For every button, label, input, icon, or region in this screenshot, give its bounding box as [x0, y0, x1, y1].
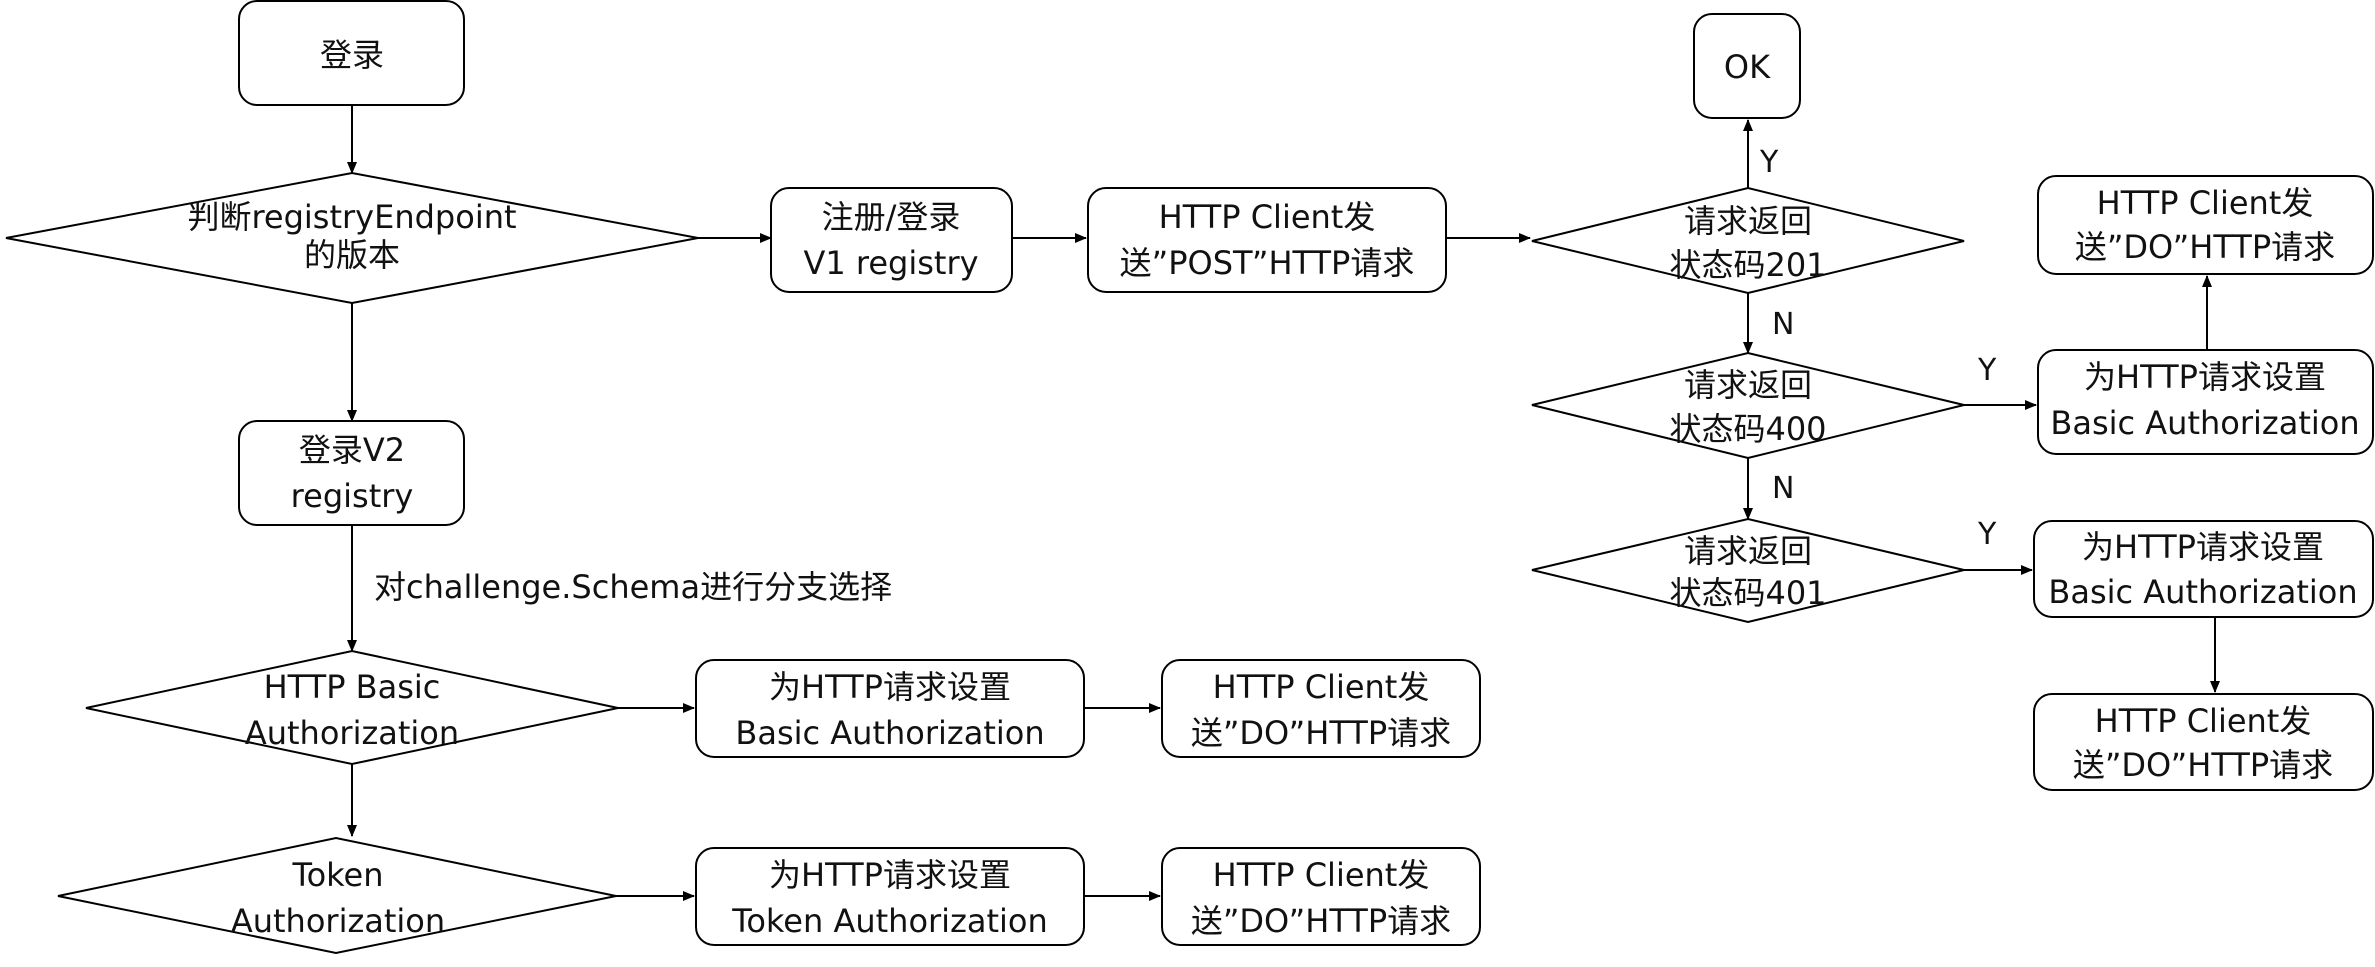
check-version-label-1: 判断registryEndpoint — [187, 198, 516, 236]
node-check-version — [5, 171, 699, 305]
set-basic-label-1: 为HTTP请求设置 — [769, 668, 1011, 706]
connectors — [347, 106, 2220, 901]
do-request-token-label-1: HTTP Client发 — [1213, 856, 1430, 894]
node-ok — [1693, 13, 1801, 119]
node-do-request-400 — [2037, 175, 2374, 275]
status-400-label-1: 请求返回 — [1684, 366, 1812, 404]
node-do-request-basic — [1161, 659, 1481, 758]
do-request-basic-label-1: HTTP Client发 — [1213, 668, 1430, 706]
set-token-label-1: 为HTTP请求设置 — [769, 856, 1011, 894]
node-status-401 — [1531, 517, 1965, 624]
y-401-label: Y — [1977, 517, 1997, 552]
login-label: 登录 — [320, 36, 384, 74]
do-request-400-label-1: HTTP Client发 — [2097, 184, 2314, 222]
do-request-token-label-2: 送”DO”HTTP请求 — [1191, 902, 1451, 940]
node-set-basic — [695, 659, 1085, 758]
node-login-v2 — [238, 420, 465, 526]
status-401-label-1: 请求返回 — [1684, 532, 1812, 570]
node-login — [238, 0, 465, 106]
node-token — [57, 836, 617, 955]
node-login-v1 — [770, 187, 1013, 293]
do-request-401-label-2: 送”DO”HTTP请求 — [2073, 746, 2333, 784]
post-request-label-1: HTTP Client发 — [1159, 198, 1376, 236]
set-basic-400-label-2: Basic Authorization — [2050, 404, 2359, 442]
node-do-request-token — [1161, 847, 1481, 946]
set-basic-401-label-2: Basic Authorization — [2048, 573, 2357, 611]
status-201-label-2: 状态码201 — [1669, 246, 1826, 284]
edge-labels: 对challenge.Schema进行分支选择 Y N Y N Y — [374, 145, 1997, 606]
http-basic-label-1: HTTP Basic — [264, 668, 441, 706]
status-401-label-2: 状态码401 — [1669, 574, 1826, 612]
do-request-400-label-2: 送”DO”HTTP请求 — [2075, 228, 2335, 266]
status-400-label-2: 状态码400 — [1669, 410, 1826, 448]
node-set-token — [695, 847, 1085, 946]
set-basic-401-label-1: 为HTTP请求设置 — [2082, 528, 2324, 566]
token-label-1: Token — [291, 856, 383, 894]
login-v1-label-2: V1 registry — [803, 244, 978, 282]
y-400-label: Y — [1977, 353, 1997, 388]
set-basic-400-label-1: 为HTTP请求设置 — [2084, 358, 2326, 396]
schema-branch-label: 对challenge.Schema进行分支选择 — [374, 568, 892, 606]
set-token-label-2: Token Authorization — [731, 902, 1048, 940]
do-request-basic-label-2: 送”DO”HTTP请求 — [1191, 714, 1451, 752]
node-set-basic-400 — [2037, 349, 2374, 455]
login-v1-label-1: 注册/登录 — [822, 198, 961, 236]
check-version-label-2: 的版本 — [304, 236, 400, 274]
node-post-request — [1087, 187, 1447, 293]
n-400-label: N — [1772, 471, 1794, 506]
node-http-basic — [85, 649, 619, 766]
set-basic-label-2: Basic Authorization — [735, 714, 1044, 752]
shapes — [5, 0, 2374, 955]
status-201-label-1: 请求返回 — [1684, 202, 1812, 240]
post-request-label-2: 送”POST”HTTP请求 — [1120, 244, 1415, 282]
token-label-2: Authorization — [231, 902, 445, 940]
http-basic-label-2: Authorization — [245, 714, 459, 752]
login-v2-label-2: registry — [291, 477, 414, 515]
do-request-401-label-1: HTTP Client发 — [2095, 702, 2312, 740]
node-labels: 登录 判断registryEndpoint 的版本 注册/登录 V1 regis… — [187, 36, 2359, 940]
n-201-label: N — [1772, 307, 1794, 342]
ok-label: OK — [1724, 48, 1771, 86]
node-status-400 — [1531, 351, 1965, 460]
y-201-label: Y — [1759, 145, 1779, 180]
node-status-201 — [1531, 186, 1965, 295]
login-v2-label-1: 登录V2 — [299, 431, 405, 469]
node-set-basic-401 — [2033, 520, 2374, 618]
node-do-request-401 — [2033, 693, 2374, 791]
